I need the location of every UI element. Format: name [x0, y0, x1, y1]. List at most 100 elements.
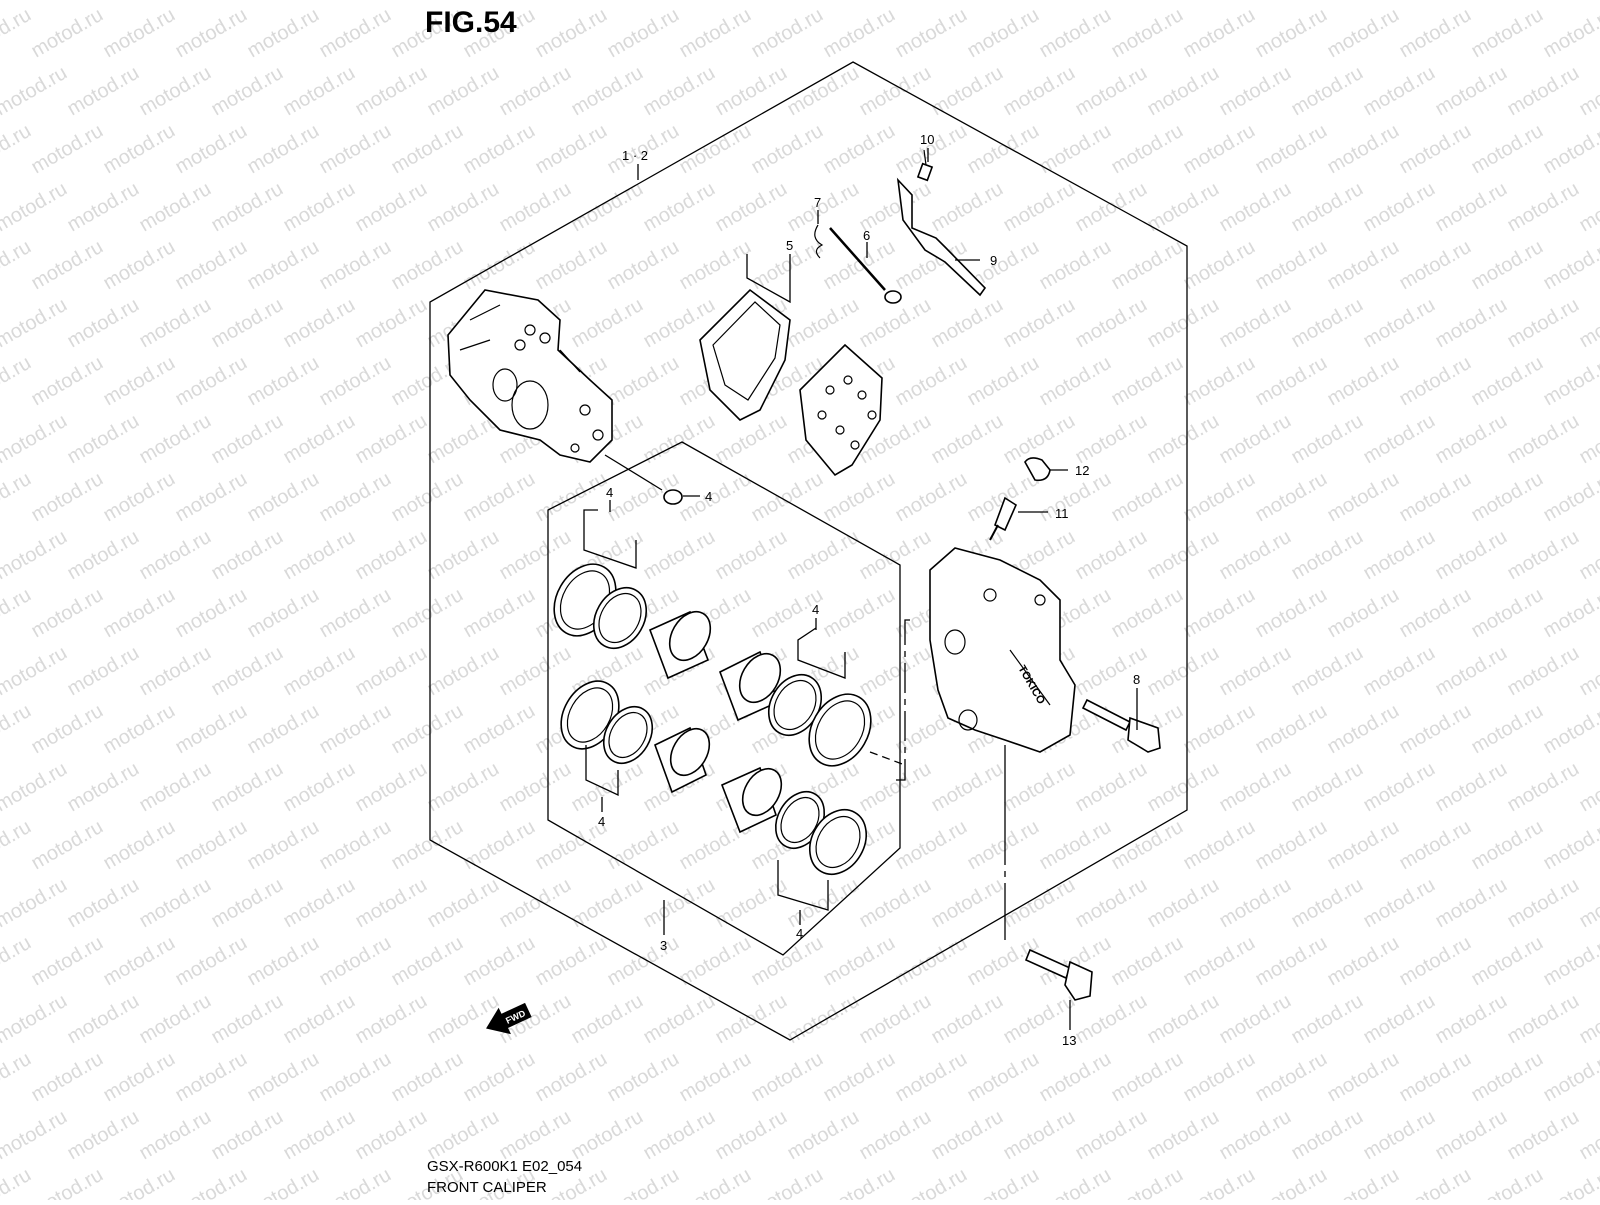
watermark-text: motod.ru: [1360, 874, 1439, 933]
watermark-text: motod.ru: [0, 932, 35, 991]
watermark-text: motod.ru: [892, 816, 971, 875]
watermark-text: motod.ru: [856, 758, 935, 817]
watermark-text: motod.ru: [964, 4, 1043, 63]
watermark-text: motod.ru: [532, 468, 611, 527]
watermark-text: motod.ru: [0, 1164, 35, 1200]
watermark-text: motod.ru: [388, 584, 467, 643]
watermark-text: motod.ru: [1540, 584, 1600, 643]
watermark-text: motod.ru: [1396, 120, 1475, 179]
watermark-text: motod.ru: [136, 526, 215, 585]
watermark-text: motod.ru: [784, 874, 863, 933]
watermark-text: motod.ru: [1108, 4, 1187, 63]
callout-4-upper-left: 4: [606, 485, 613, 500]
watermark-text: motod.ru: [748, 932, 827, 991]
watermark-text: motod.ru: [676, 4, 755, 63]
watermark-text: motod.ru: [100, 1164, 179, 1200]
watermark-text: motod.ru: [172, 1164, 251, 1200]
watermark-text: motod.ru: [1108, 236, 1187, 295]
watermark-text: motod.ru: [424, 62, 503, 121]
watermark-text: motod.ru: [640, 410, 719, 469]
watermark-text: motod.ru: [532, 932, 611, 991]
watermark-text: motod.ru: [100, 120, 179, 179]
watermark-text: motod.ru: [640, 1106, 719, 1165]
watermark-text: motod.ru: [280, 294, 359, 353]
watermark-text: motod.ru: [820, 4, 899, 63]
watermark-text: motod.ru: [1360, 410, 1439, 469]
watermark-text: motod.ru: [532, 120, 611, 179]
watermark-text: motod.ru: [1468, 816, 1547, 875]
watermark-text: motod.ru: [1468, 1048, 1547, 1107]
watermark-text: motod.ru: [0, 4, 35, 63]
watermark-text: motod.ru: [676, 932, 755, 991]
watermark-text: motod.ru: [1360, 178, 1439, 237]
watermark-text: motod.ru: [28, 1164, 107, 1200]
watermark-text: motod.ru: [1396, 4, 1475, 63]
watermark-text: motod.ru: [280, 758, 359, 817]
watermark-text: motod.ru: [316, 932, 395, 991]
watermark-text: motod.ru: [856, 1106, 935, 1165]
watermark-text: motod.ru: [208, 62, 287, 121]
watermark-text: motod.ru: [1432, 526, 1511, 585]
watermark-text: motod.ru: [1180, 468, 1259, 527]
watermark-text: motod.ru: [1108, 932, 1187, 991]
watermark-text: motod.ru: [1108, 352, 1187, 411]
watermark-text: motod.ru: [1324, 1164, 1403, 1200]
watermark-text: motod.ru: [64, 294, 143, 353]
watermark-text: motod.ru: [100, 816, 179, 875]
watermark-text: motod.ru: [1288, 62, 1367, 121]
watermark-text: motod.ru: [1432, 62, 1511, 121]
watermark-text: motod.ru: [1576, 758, 1600, 817]
watermark-text: motod.ru: [1180, 352, 1259, 411]
watermark-text: motod.ru: [1144, 62, 1223, 121]
watermark-text: motod.ru: [136, 294, 215, 353]
watermark-text: motod.ru: [1108, 468, 1187, 527]
watermark-text: motod.ru: [28, 468, 107, 527]
watermark-text: motod.ru: [136, 0, 215, 4]
watermark-text: motod.ru: [316, 700, 395, 759]
watermark-text: motod.ru: [1540, 352, 1600, 411]
watermark-text: motod.ru: [712, 62, 791, 121]
watermark-text: motod.ru: [388, 1048, 467, 1107]
watermark-text: motod.ru: [604, 932, 683, 991]
watermark-text: motod.ru: [424, 526, 503, 585]
watermark-text: motod.ru: [0, 1106, 71, 1165]
watermark-text: motod.ru: [1216, 874, 1295, 933]
watermark-text: motod.ru: [1468, 584, 1547, 643]
watermark-text: motod.ru: [1504, 758, 1583, 817]
watermark-text: motod.ru: [460, 584, 539, 643]
watermark-text: motod.ru: [568, 0, 647, 4]
watermark-text: motod.ru: [136, 758, 215, 817]
watermark-text: motod.ru: [100, 236, 179, 295]
watermark-text: motod.ru: [856, 642, 935, 701]
watermark-text: motod.ru: [388, 932, 467, 991]
watermark-text: motod.ru: [640, 0, 719, 4]
watermark-text: motod.ru: [1576, 526, 1600, 585]
watermark-text: motod.ru: [0, 352, 35, 411]
watermark-text: motod.ru: [712, 874, 791, 933]
watermark-text: motod.ru: [280, 642, 359, 701]
watermark-text: motod.ru: [316, 1164, 395, 1200]
watermark-text: motod.ru: [1360, 294, 1439, 353]
watermark-text: motod.ru: [1252, 1048, 1331, 1107]
watermark-text: motod.ru: [1072, 178, 1151, 237]
watermark-text: motod.ru: [928, 410, 1007, 469]
watermark-text: motod.ru: [820, 236, 899, 295]
watermark-text: motod.ru: [1288, 874, 1367, 933]
watermark-text: motod.ru: [1468, 700, 1547, 759]
watermark-text: motod.ru: [964, 352, 1043, 411]
watermark-text: motod.ru: [1144, 0, 1223, 4]
watermark-text: motod.ru: [676, 236, 755, 295]
watermark-text: motod.ru: [1432, 990, 1511, 1049]
watermark-text: motod.ru: [64, 642, 143, 701]
watermark-text: motod.ru: [0, 1048, 35, 1107]
watermark-text: motod.ru: [316, 4, 395, 63]
watermark-text: motod.ru: [1360, 62, 1439, 121]
watermark-text: motod.ru: [1108, 120, 1187, 179]
watermark-text: motod.ru: [784, 526, 863, 585]
watermark-text: motod.ru: [172, 700, 251, 759]
watermark-text: motod.ru: [1144, 410, 1223, 469]
watermark-text: motod.ru: [928, 758, 1007, 817]
watermark-text: motod.ru: [1576, 178, 1600, 237]
watermark-text: motod.ru: [820, 120, 899, 179]
watermark-text: motod.ru: [1180, 932, 1259, 991]
